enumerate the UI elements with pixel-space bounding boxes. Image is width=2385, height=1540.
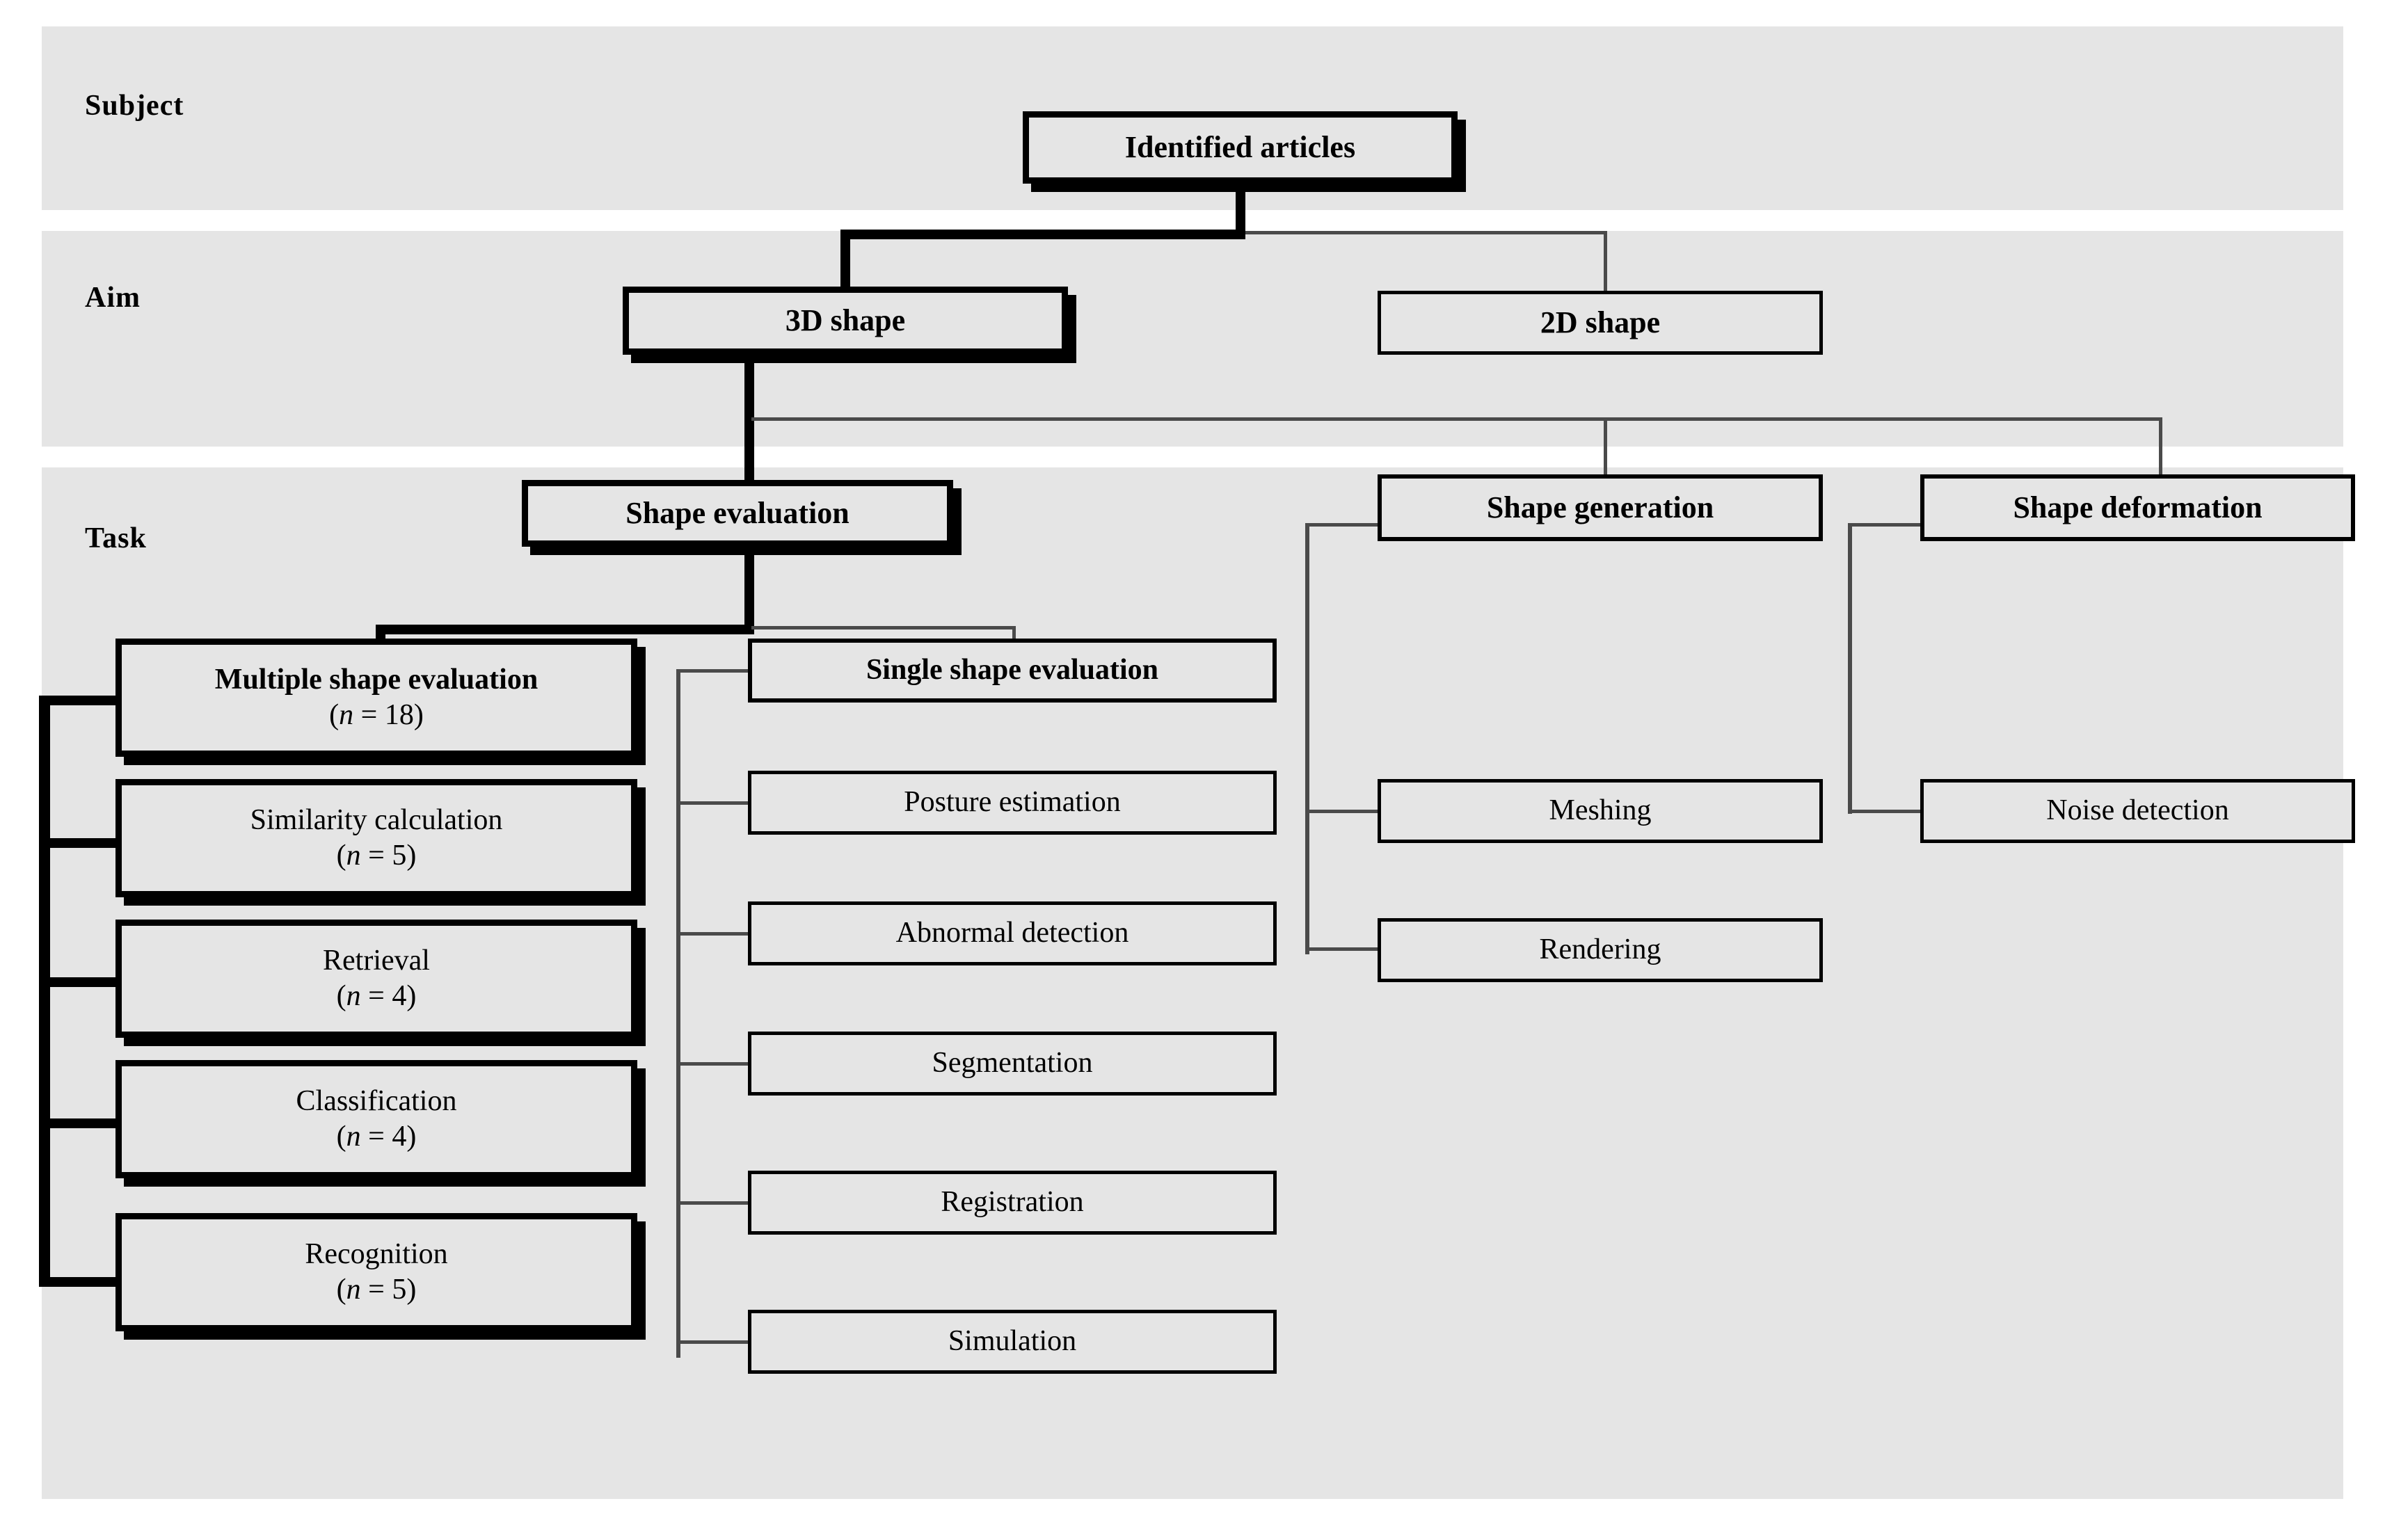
edge-root-to-3d-horizontal	[840, 230, 1245, 239]
edge-shapedef-stub-top	[1848, 523, 1924, 527]
edge-shapegen-stub-rendering	[1305, 947, 1382, 951]
edge-middle-bracket-spine	[676, 669, 680, 1358]
node-label: Registration	[941, 1186, 1084, 1219]
node-shape-generation[interactable]: Shape generation	[1378, 474, 1823, 541]
node-count: (n = 5)	[336, 1274, 417, 1306]
edge-shapegen-bracket-spine	[1305, 523, 1309, 954]
edge-root-stem	[1236, 175, 1245, 238]
node-label: Identified articles	[1124, 130, 1356, 165]
node-similarity-calculation[interactable]: Similarity calculation (n = 5)	[115, 779, 637, 897]
edge-mid-stub-segmentation	[676, 1062, 753, 1066]
node-shape-deformation[interactable]: Shape deformation	[1920, 474, 2355, 541]
edge-left-stub-retrieval	[39, 977, 120, 987]
node-shape-evaluation[interactable]: Shape evaluation	[522, 480, 953, 547]
node-label: 3D shape	[785, 303, 906, 338]
edge-mid-stub-registration	[676, 1201, 753, 1205]
edge-root-to-2d-horizontal	[1245, 231, 1607, 234]
edge-mid-stub-simulation	[676, 1340, 753, 1344]
node-rendering[interactable]: Rendering	[1378, 918, 1823, 982]
node-simulation[interactable]: Simulation	[748, 1310, 1277, 1374]
node-registration[interactable]: Registration	[748, 1171, 1277, 1235]
node-label: Meshing	[1549, 794, 1652, 827]
edge-shapegen-stub-meshing	[1305, 810, 1382, 813]
edge-shapeeval-stem	[744, 547, 754, 634]
node-count: (n = 5)	[336, 840, 417, 872]
edge-shapedef-bracket-spine	[1848, 523, 1852, 814]
edge-left-stub-classification	[39, 1118, 120, 1128]
node-count: (n = 18)	[329, 699, 424, 731]
band-label-task: Task	[85, 522, 147, 554]
node-label: Segmentation	[932, 1047, 1093, 1080]
node-label: Multiple shape evaluation	[214, 663, 539, 696]
node-count: (n = 4)	[336, 980, 417, 1012]
node-label: Classification	[296, 1084, 457, 1117]
band-aim	[42, 231, 2343, 447]
edge-3d-drop	[840, 230, 850, 292]
edge-mid-stub-abnormal	[676, 932, 753, 936]
node-label: Recognition	[305, 1237, 448, 1270]
node-retrieval[interactable]: Retrieval (n = 4)	[115, 920, 637, 1038]
edge-left-stub-multiple	[39, 696, 120, 705]
node-label: Single shape evaluation	[866, 654, 1159, 687]
edge-left-stub-similarity	[39, 838, 120, 848]
edge-mid-stub-posture	[676, 801, 753, 805]
node-label: Shape deformation	[2013, 490, 2263, 525]
node-2d-shape[interactable]: 2D shape	[1378, 291, 1823, 355]
edge-left-bracket-spine	[39, 696, 50, 1287]
node-meshing[interactable]: Meshing	[1378, 779, 1823, 843]
node-label: Retrieval	[323, 944, 430, 977]
node-3d-shape[interactable]: 3D shape	[623, 287, 1068, 355]
node-count: (n = 4)	[336, 1121, 417, 1153]
edge-3d-to-right-horizontal	[751, 417, 2162, 421]
node-label: Abnormal detection	[895, 917, 1129, 949]
node-classification[interactable]: Classification (n = 4)	[115, 1060, 637, 1178]
edge-2d-drop	[1604, 231, 1607, 296]
node-label: Noise detection	[2046, 794, 2229, 827]
edge-3d-to-shapeeval-left	[744, 415, 754, 491]
node-label: Shape generation	[1486, 490, 1714, 525]
node-label: Shape evaluation	[625, 496, 849, 531]
node-label: Rendering	[1539, 933, 1661, 966]
edge-to-shapedef-drop	[2159, 417, 2162, 487]
edge-shapedef-stub-noise	[1848, 810, 1924, 813]
band-label-subject: Subject	[85, 90, 184, 122]
node-label: Simulation	[948, 1325, 1077, 1358]
node-label: 2D shape	[1540, 305, 1661, 340]
node-noise-detection[interactable]: Noise detection	[1920, 779, 2355, 843]
edge-3d-stem-down	[744, 355, 754, 424]
edge-to-shapegen-drop	[1604, 417, 1607, 487]
node-multiple-shape-evaluation[interactable]: Multiple shape evaluation (n = 18)	[115, 639, 637, 757]
edge-mid-stub-single	[676, 669, 753, 673]
node-label: Posture estimation	[904, 786, 1121, 819]
edge-shapegen-stub-top	[1305, 523, 1382, 527]
node-recognition[interactable]: Recognition (n = 5)	[115, 1213, 637, 1331]
edge-left-stub-recognition	[39, 1277, 120, 1287]
node-identified-articles[interactable]: Identified articles	[1023, 111, 1458, 184]
node-single-shape-evaluation[interactable]: Single shape evaluation	[748, 639, 1277, 703]
band-label-aim: Aim	[85, 282, 141, 314]
node-abnormal-detection[interactable]: Abnormal detection	[748, 901, 1277, 965]
edge-shapeeval-to-single-horizontal	[751, 626, 1016, 629]
node-label: Similarity calculation	[250, 803, 503, 836]
node-segmentation[interactable]: Segmentation	[748, 1032, 1277, 1096]
node-posture-estimation[interactable]: Posture estimation	[748, 771, 1277, 835]
edge-shapeeval-to-multiple-horizontal	[376, 625, 754, 634]
